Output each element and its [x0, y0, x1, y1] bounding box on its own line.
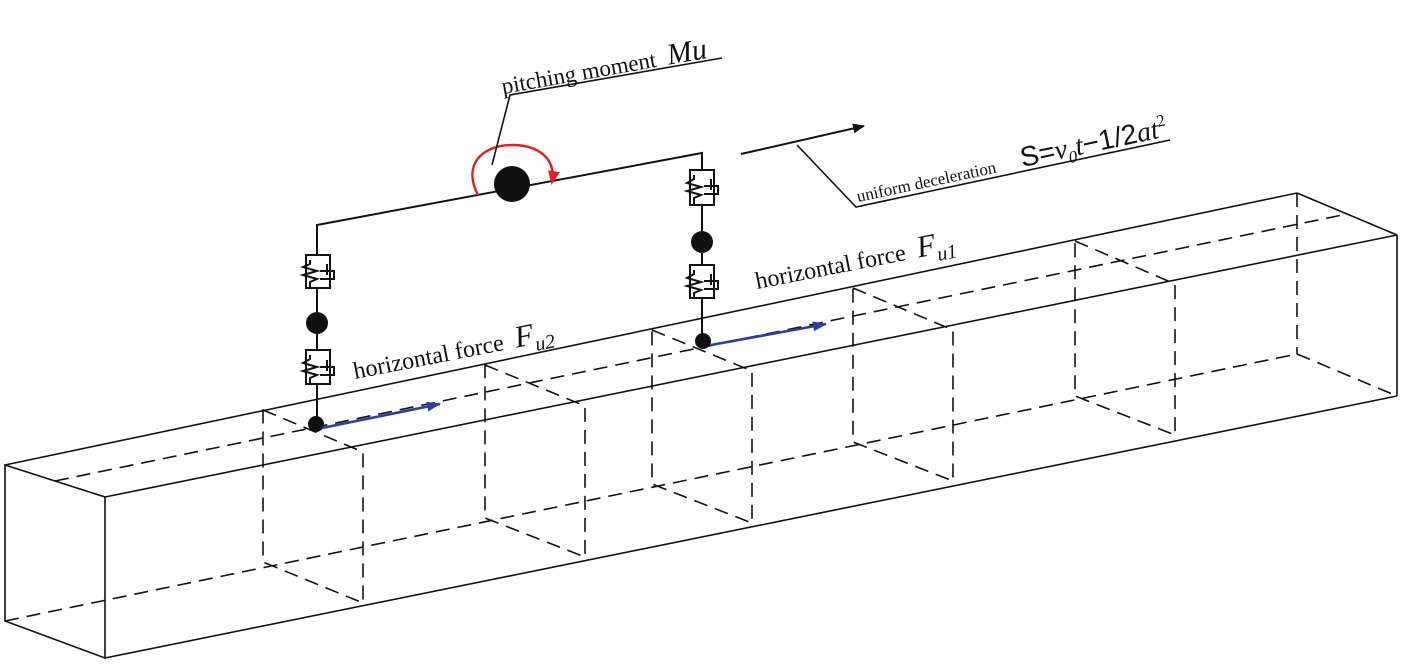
fu1-subscript: u1: [935, 240, 959, 265]
deceleration-label: uniform deceleration S=v0t−1/2at2: [855, 111, 1171, 206]
diaphragm-section-2: [484, 363, 586, 559]
pitching-moment-leader: [491, 57, 723, 166]
girder-top-front-edge: [104, 234, 1398, 498]
deceleration-equation: S=v0t−1/2at2: [1017, 111, 1171, 177]
rear-wheel-contact: [308, 416, 324, 432]
vehicle-model: [299, 143, 719, 432]
front-bogie-mass: [691, 231, 713, 253]
diaphragm-section-3: [651, 328, 753, 525]
diaphragm-section-4: [852, 286, 954, 483]
rear-suspension: [299, 250, 335, 432]
car-body-mass: [494, 166, 530, 202]
travel-direction-arrow: [740, 123, 865, 155]
pitching-moment-arrow: [471, 143, 560, 196]
pitching-moment-text: pitching moment: [500, 47, 659, 99]
diaphragm-section-1: [262, 408, 364, 605]
box-girder: [4, 192, 1398, 660]
pitching-moment-label: pitching moment Mu: [498, 32, 710, 101]
front-wheel-contact: [695, 333, 711, 349]
girder-hidden-far-bottom-edge: [1296, 353, 1398, 397]
diaphragm-section-5: [1074, 239, 1176, 437]
girder-hidden-bottom-edge: [4, 353, 1298, 622]
svg-text:horizontal force Fu2: horizontal force Fu2: [350, 313, 557, 391]
horizontal-force-fu1-arrow: [710, 321, 827, 347]
girder-bottom-front-edge: [104, 395, 1398, 659]
horizontal-force-fu2-label: horizontal force Fu2: [350, 313, 557, 391]
fu1-text: horizontal force: [753, 240, 908, 295]
svg-text:pitching moment Mu: pitching moment Mu: [498, 32, 709, 101]
rear-bogie-mass: [306, 312, 328, 334]
girder-top-back-edge: [4, 192, 1298, 466]
front-suspension: [683, 169, 719, 349]
pitching-moment-symbol: Mu: [663, 32, 709, 72]
fu2-subscript: u2: [533, 330, 557, 355]
horizontal-force-fu2-arrow: [321, 401, 441, 430]
girder-front-face: [4, 463, 106, 660]
girder-far-top-edge: [1296, 192, 1398, 236]
fu2-text: horizontal force: [351, 330, 506, 385]
deceleration-leader: [796, 139, 1171, 208]
